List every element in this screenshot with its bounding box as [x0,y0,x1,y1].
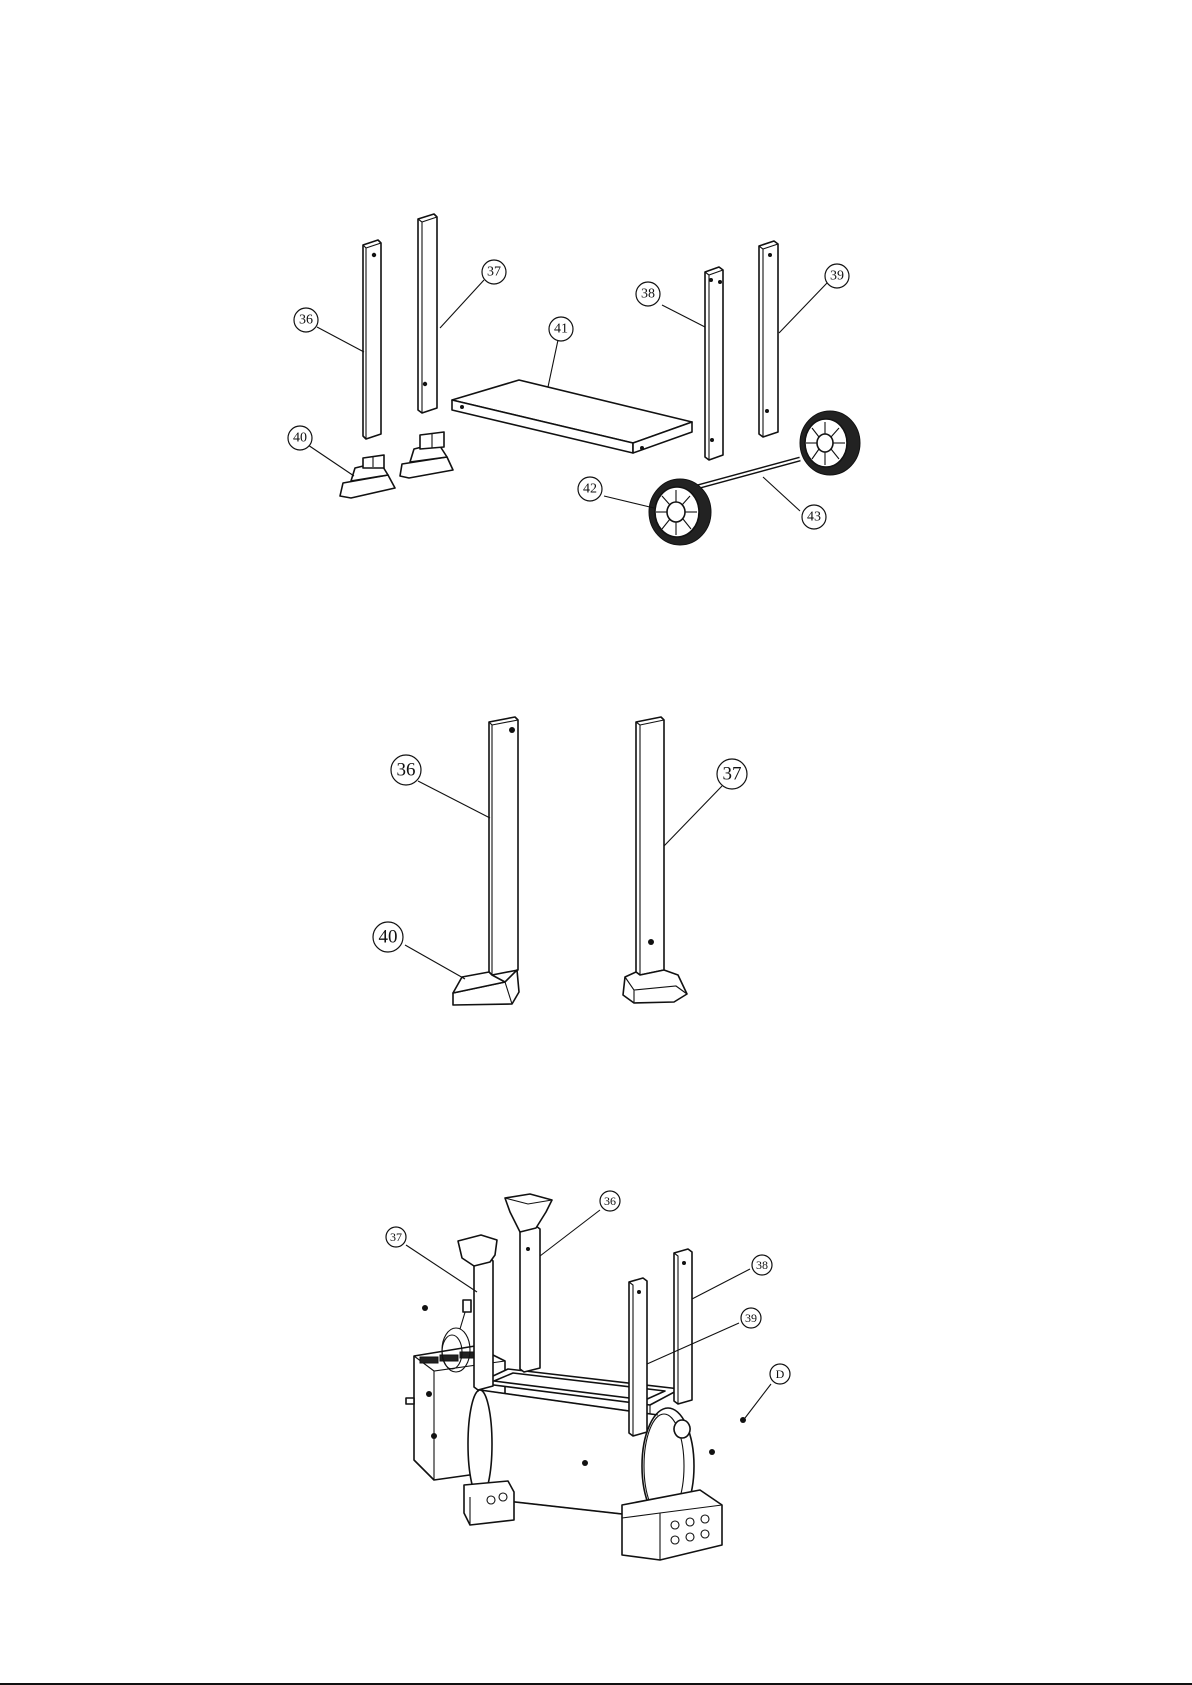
callout-38-small: 38 [752,1255,772,1275]
callout-label: 37 [390,1230,402,1244]
foam-block-left [464,1481,514,1525]
leg-37-with-foot [623,717,687,1003]
callout-label: 39 [830,269,844,284]
leg-38 [705,267,723,460]
callout-label: 42 [583,482,597,497]
callout-d: D [770,1364,790,1384]
figure-1-exploded-parts: 36 37 38 39 40 41 42 43 [288,214,860,545]
callout-36: 36 [294,308,318,332]
callout-label: 40 [379,927,398,948]
callout-label: 41 [554,322,568,337]
figure-2-legs-with-feet: 36 37 40 [373,717,747,1005]
callout-label: 38 [756,1258,768,1272]
callout-39-small: 39 [741,1308,761,1328]
leg-39-installed [629,1278,647,1436]
shelf-41 [452,380,692,453]
callout-label: 36 [604,1194,616,1208]
callout-label: 38 [641,287,655,302]
callout-label: 37 [487,265,501,280]
callout-38: 38 [636,282,660,306]
leg-36 [363,240,381,439]
wheel-42 [649,479,711,545]
callout-label: D [776,1367,785,1381]
callout-40: 40 [288,426,312,450]
axle-43 [697,459,800,487]
callout-43: 43 [802,505,826,529]
callout-label: 36 [397,760,416,781]
callout-37-small: 37 [386,1227,406,1247]
wheel-42-rear [800,411,860,475]
callout-37-large: 37 [717,759,747,789]
callout-39: 39 [825,264,849,288]
callout-label: 43 [807,510,821,525]
callout-42: 42 [578,477,602,501]
leg-38-installed [674,1249,692,1404]
callout-41: 41 [549,317,573,341]
callout-40-large: 40 [373,922,403,952]
callout-label: 39 [745,1311,757,1325]
callout-36-large: 36 [391,755,421,785]
leg-36-with-foot [453,717,519,1005]
callout-label: 37 [723,764,742,785]
callout-label: 40 [293,431,307,446]
callout-37: 37 [482,260,506,284]
leg-39 [759,241,778,437]
foot-40-left [340,455,395,498]
leg-36-installed [505,1194,552,1372]
foot-40-right [400,432,453,478]
figure-3-leg-installation: 37 36 38 39 D [386,1191,790,1560]
callout-label: 36 [299,313,313,328]
callout-36-small: 36 [600,1191,620,1211]
leg-37 [418,214,437,413]
